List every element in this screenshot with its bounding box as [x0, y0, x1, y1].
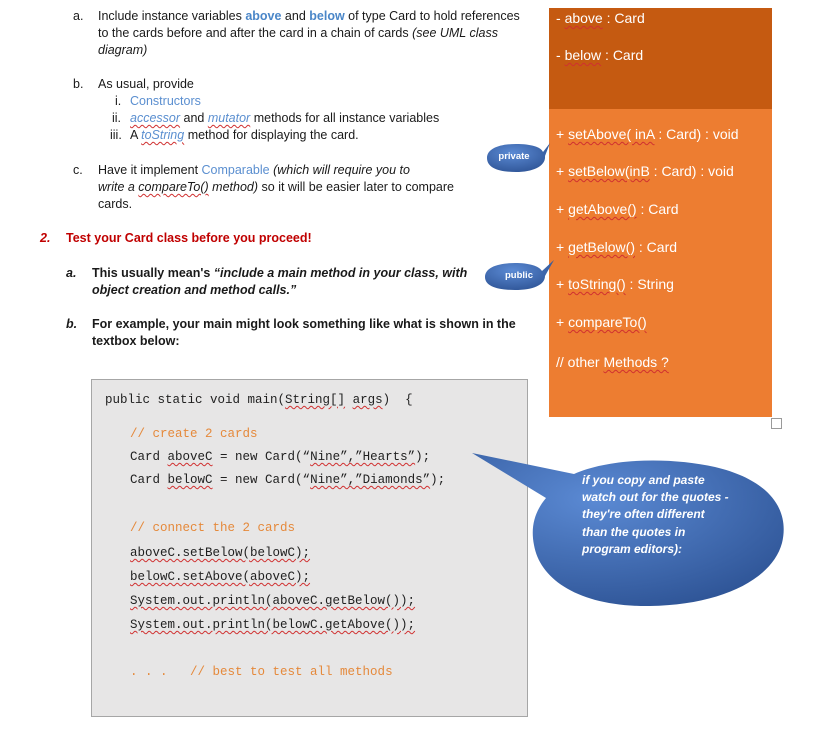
quotes-callout-line3: they're often different [582, 507, 705, 521]
item-b-marker: b. [73, 77, 84, 91]
uml-methods-box [549, 109, 772, 417]
uml-attributes-box [549, 8, 772, 109]
public-callout [485, 260, 554, 290]
item-b-line1: As usual, provide [98, 77, 194, 91]
item-a-line2: to the cards before and after the card i… [98, 26, 498, 40]
keyword-below: below [309, 9, 345, 23]
private-callout-label: private [498, 151, 530, 162]
section2-marker: 2. [40, 231, 51, 245]
public-callout-label: public [505, 270, 533, 281]
uml-method-getbelow: + getBelow() : Card [556, 239, 678, 255]
item-b-i-text: Constructors [130, 94, 201, 108]
item-b-ii-text: accessor and mutator methods for all ins… [130, 111, 440, 125]
uml-method-tostring: + toString() : String [556, 276, 674, 292]
code-line-println-2: System.out.println(belowC.getAbove()); [130, 618, 416, 632]
private-callout [487, 143, 550, 172]
item-b-ii-marker: ii. [112, 111, 122, 125]
quotes-callout-shape [472, 453, 784, 607]
code-textbox [91, 379, 528, 717]
section2-a-marker: a. [66, 266, 77, 280]
section2-heading: Test your Card class before you proceed! [66, 231, 312, 245]
keyword-above: above [245, 9, 282, 23]
quotes-callout-line2: watch out for the quotes - [582, 490, 729, 504]
item-c-line1: Have it implement Comparable (which will… [98, 163, 410, 177]
uml-method-compareto: + compareTo() [556, 314, 647, 330]
item-c-line2: write a compareTo() method) so it will b… [98, 180, 454, 194]
section2-b-line1: For example, your main might look someth… [92, 317, 516, 331]
resize-handle[interactable] [771, 418, 782, 429]
item-b-iii-text: A toString method for displaying the car… [130, 128, 359, 142]
item-b-iii-marker: iii. [110, 128, 122, 142]
quotes-callout-line1: if you copy and paste [582, 473, 705, 487]
public-callout-shape [485, 260, 554, 290]
code-comment-create: // create 2 cards [130, 427, 258, 441]
uml-attr-below: - below : Card [556, 47, 644, 63]
item-c-line3: cards. [98, 197, 133, 211]
section2-a-line2: object creation and method calls.” [92, 283, 297, 297]
uml-method-getabove: + getAbove() : Card [556, 201, 679, 217]
uml-method-setabove: + setAbove( inA : Card) : void [556, 126, 739, 142]
item-a-line1: Include instance variables above and bel… [98, 9, 520, 23]
quotes-callout-line4: than the quotes in [582, 525, 686, 539]
code-line-main: public static void main(String[] args) { [105, 393, 413, 407]
uml-attr-above: - above : Card [556, 10, 645, 26]
uml-other-methods: // other Methods ? [556, 354, 669, 370]
item-a-line3: diagram) [98, 43, 148, 57]
quotes-callout-line5: program editors): [582, 542, 683, 556]
code-line-setabove: belowC.setAbove(aboveC); [130, 570, 311, 584]
code-comment-connect: // connect the 2 cards [130, 521, 296, 535]
code-line-setbelow: aboveC.setBelow(belowC); [130, 546, 311, 560]
section2-b-marker: b. [66, 317, 78, 331]
code-line-abovec: Card aboveC = new Card(“Nine”,”Hearts”); [130, 450, 431, 464]
item-b-i-marker: i. [115, 94, 122, 108]
code-line-println-1: System.out.println(aboveC.getBelow()); [130, 594, 416, 608]
uml-method-setbelow: + setBelow(inB : Card) : void [556, 163, 734, 179]
private-callout-shape [487, 143, 550, 172]
item-a-marker: a. [73, 9, 84, 23]
section2-b-line2: textbox below: [92, 334, 180, 348]
code-line-belowc: Card belowC = new Card(“Nine”,”Diamonds”… [130, 473, 446, 487]
item-c-marker: c. [73, 163, 83, 177]
quotes-warning-callout [472, 453, 784, 607]
code-line-ellipsis: . . . // best to test all methods [130, 665, 393, 679]
section2-a-line1: This usually mean's “include a main meth… [92, 266, 468, 280]
